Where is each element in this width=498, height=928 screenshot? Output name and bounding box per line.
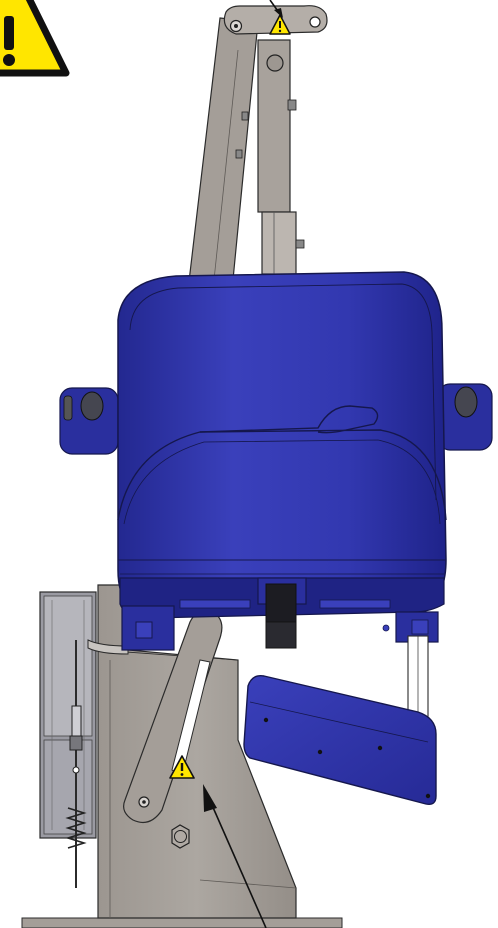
hex-bolt	[171, 824, 190, 849]
left-seat-knob	[59, 387, 119, 455]
actuator-housing	[39, 591, 97, 839]
upper-frame-arm	[187, 17, 259, 291]
top-bracket	[223, 5, 328, 35]
base-plate	[21, 917, 343, 928]
bottom-pointer-arrow	[203, 784, 267, 928]
warning-triangle-icon	[269, 14, 291, 35]
actuator-spring	[65, 807, 87, 849]
lower-frame	[97, 584, 297, 919]
warning-triangle-icon	[169, 755, 195, 779]
seat-body	[59, 271, 493, 651]
footrest-rod	[407, 635, 429, 719]
right-seat-knob	[437, 383, 493, 451]
actuator-rod	[69, 640, 83, 888]
warning-triangle-icon	[0, 0, 70, 77]
footrest-plate	[243, 675, 437, 806]
mount-bracket	[87, 639, 129, 655]
lower-swing-arm	[123, 609, 223, 823]
rear-column	[235, 39, 305, 275]
